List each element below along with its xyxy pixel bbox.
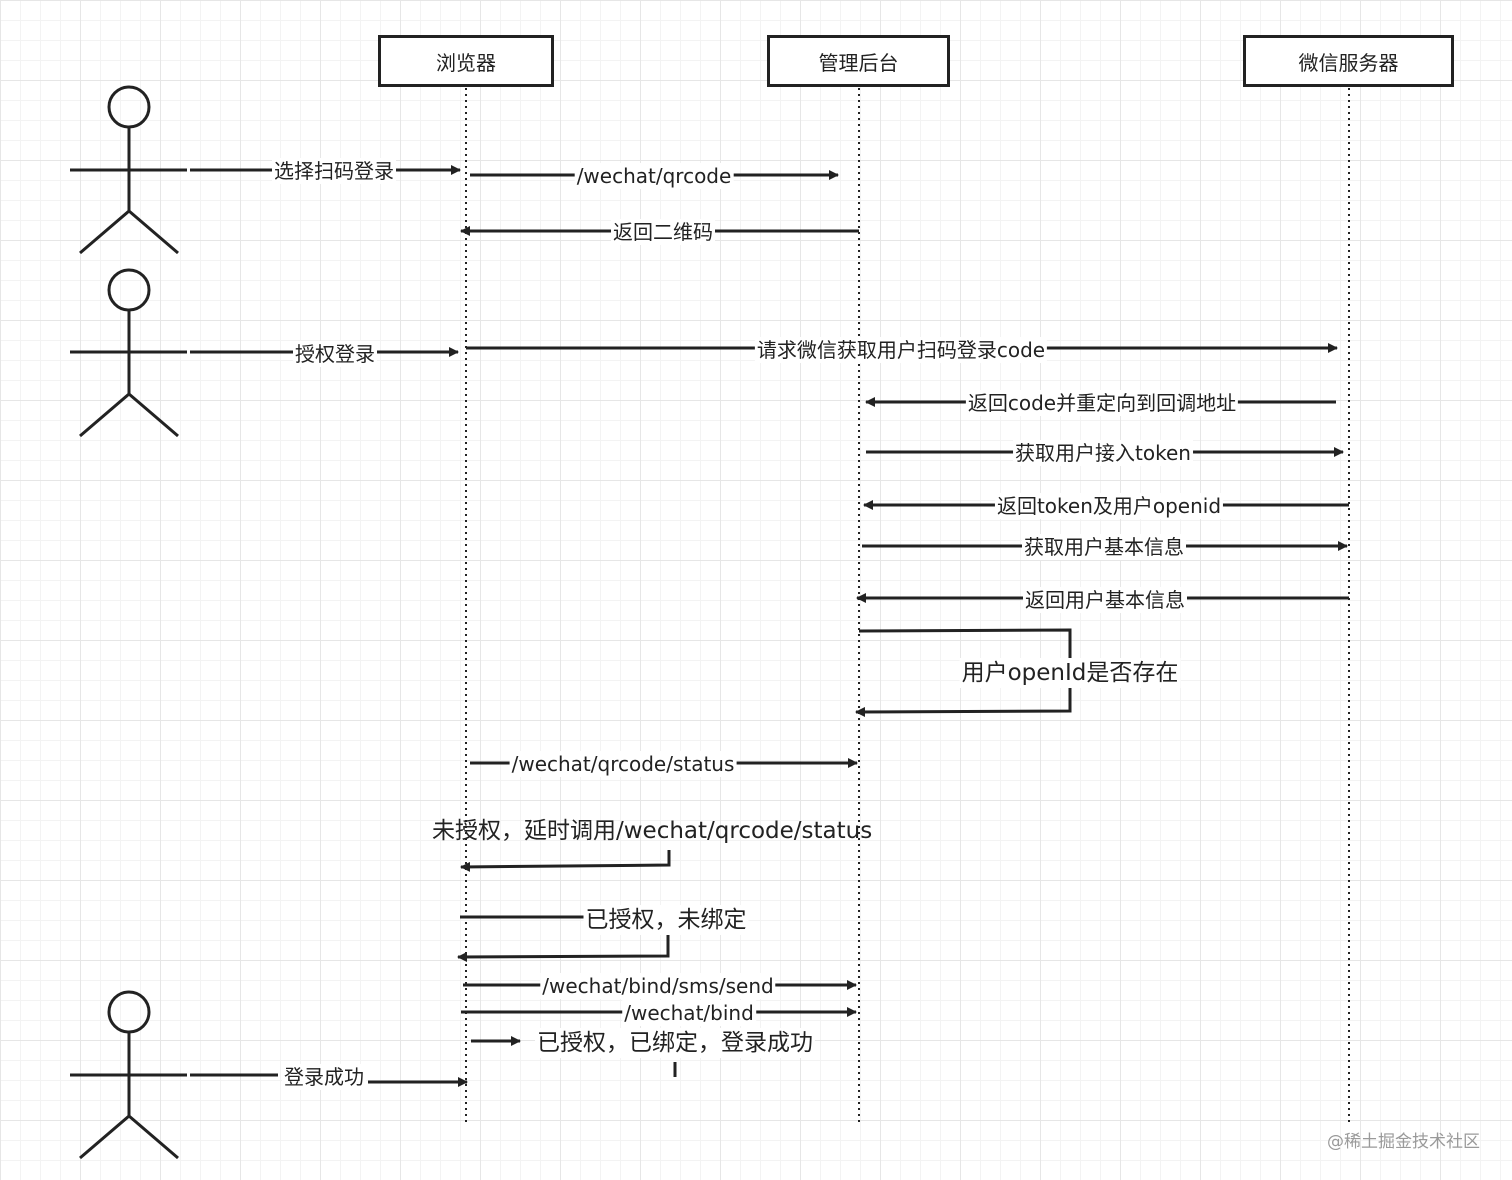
message-label-m15: /wechat/bind/sms/send xyxy=(540,973,776,999)
message-label-m7: 获取用户接入token xyxy=(1013,440,1193,466)
message-label-m12: /wechat/qrcode/status xyxy=(509,751,737,777)
message-label-m9: 获取用户基本信息 xyxy=(1022,534,1186,560)
message-label-m3: 返回二维码 xyxy=(611,219,715,245)
message-label-m2: /wechat/qrcode xyxy=(574,163,734,189)
message-label-m5: 请求微信获取用户扫码登录code xyxy=(754,337,1048,363)
message-label-m17: 已授权，已绑定，登录成功 xyxy=(535,1028,815,1058)
message-label-m8: 返回token及用户openid xyxy=(994,493,1224,519)
message-label-m10: 返回用户基本信息 xyxy=(1023,587,1187,613)
watermark: @稀土掘金技术社区 xyxy=(1327,1132,1480,1152)
message-label-m11: 用户openId是否存在 xyxy=(959,658,1181,688)
participant-wechat: 微信服务器 xyxy=(1243,35,1454,87)
message-label-m1: 选择扫码登录 xyxy=(272,158,396,184)
message-label-m18: 登录成功 xyxy=(282,1064,366,1090)
participant-admin: 管理后台 xyxy=(767,35,950,87)
arrow-m14 xyxy=(457,915,670,962)
arrow-m13 xyxy=(460,850,671,872)
actor-user-1 xyxy=(70,85,187,255)
message-label-m6: 返回code并重定向到回调地址 xyxy=(965,390,1239,416)
actor-user-3 xyxy=(70,990,187,1160)
participant-browser: 浏览器 xyxy=(378,35,554,87)
message-label-m4: 授权登录 xyxy=(293,341,377,367)
actor-user-2 xyxy=(70,268,187,438)
message-label-m16: /wechat/bind xyxy=(622,1000,756,1026)
message-label-m14: 已授权，未绑定 xyxy=(583,905,749,935)
message-label-m13: 未授权，延时调用/wechat/qrcode/status xyxy=(432,818,873,844)
